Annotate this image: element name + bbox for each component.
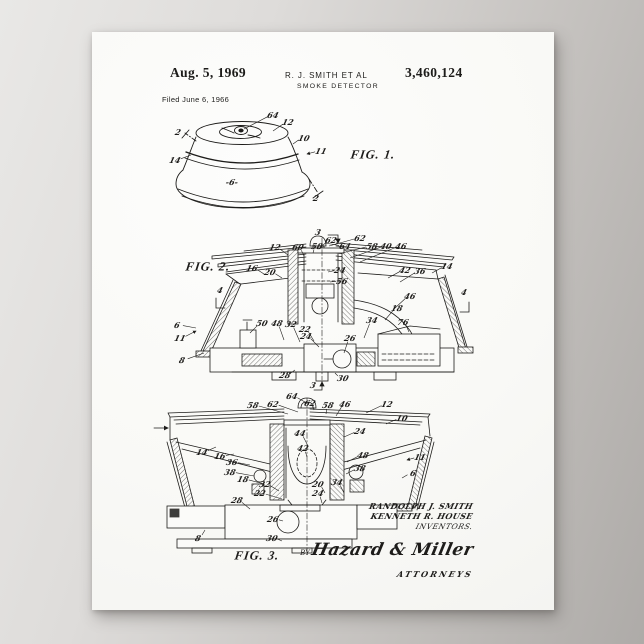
inventors-label: INVENTORS. bbox=[299, 522, 474, 531]
by-label: BY bbox=[300, 549, 310, 557]
inventor-name-1: RANDOLPH J. SMITH bbox=[299, 501, 474, 511]
fig2-section-drawing bbox=[196, 235, 473, 390]
fig1-dome-drawing bbox=[176, 122, 323, 209]
patent-print-poster: Aug. 5, 1969 R. J. SMITH ET AL SMOKE DET… bbox=[92, 32, 554, 610]
attorneys-label: ATTORNEYS bbox=[299, 569, 474, 579]
signature-block: RANDOLPH J. SMITH KENNETH R. HOUSE INVEN… bbox=[300, 501, 473, 579]
inventor-name-2: KENNETH R. HOUSE bbox=[299, 511, 474, 521]
attorney-signature: Hazard & Miller bbox=[310, 540, 476, 560]
